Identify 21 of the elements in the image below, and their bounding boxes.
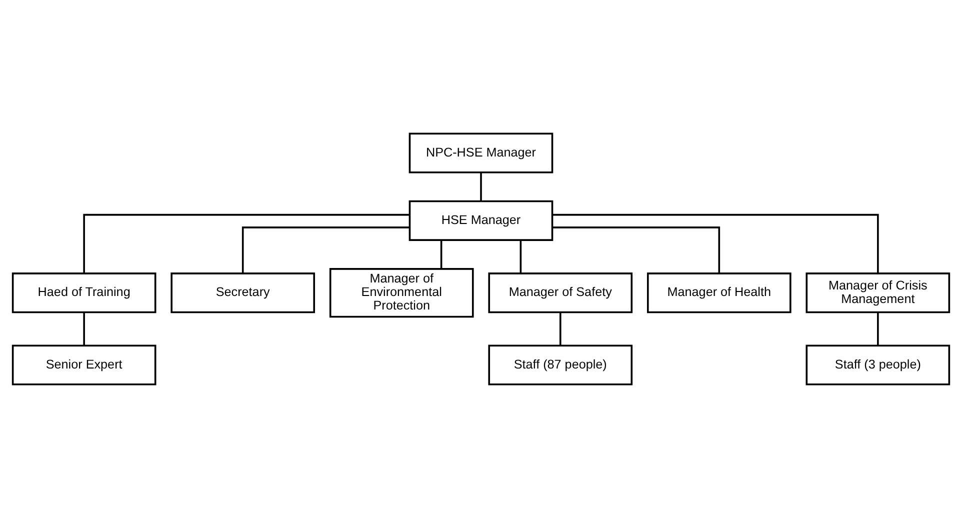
connector bbox=[440, 240, 442, 269]
connector bbox=[83, 312, 85, 346]
connector bbox=[552, 226, 720, 274]
node-box: Secretary bbox=[170, 272, 316, 314]
node-box: Manager of Environmental Protection bbox=[329, 268, 474, 318]
node-box: Staff (87 people) bbox=[488, 344, 633, 386]
connector bbox=[877, 312, 879, 346]
node-box: NPC-HSE Manager bbox=[408, 132, 554, 174]
node-box: Manager of Health bbox=[646, 272, 792, 314]
connector bbox=[520, 240, 522, 274]
connector bbox=[559, 312, 562, 346]
connector bbox=[480, 172, 482, 202]
node-box: Senior Expert bbox=[12, 344, 156, 386]
node-box: Staff (3 people) bbox=[806, 344, 950, 386]
connector bbox=[242, 226, 410, 274]
node-box: Manager of Safety bbox=[488, 272, 633, 314]
connector bbox=[83, 214, 410, 274]
node-box: Manager of Crisis Management bbox=[806, 272, 950, 314]
node-box: Haed of Training bbox=[12, 272, 156, 314]
node-box: HSE Manager bbox=[408, 200, 554, 241]
connector bbox=[552, 214, 879, 274]
